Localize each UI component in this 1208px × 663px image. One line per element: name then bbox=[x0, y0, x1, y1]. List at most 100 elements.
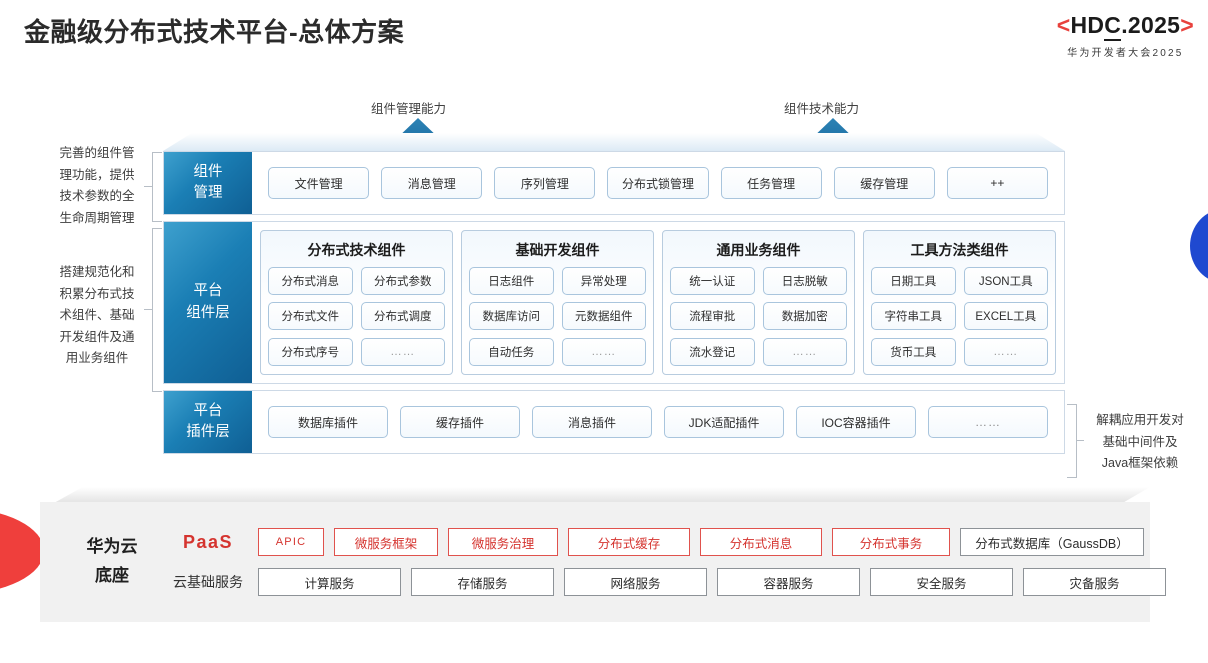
cell-json-tool[interactable]: JSON工具 bbox=[963, 267, 1048, 295]
layer-body-platform-components: 分布式技术组件 分布式消息 分布式参数 分布式文件 分布式调度 分布式序号 ……… bbox=[252, 222, 1064, 383]
cell-currency-tool[interactable]: 货币工具 bbox=[871, 337, 956, 366]
cell-log-component[interactable]: 日志组件 bbox=[469, 267, 554, 295]
chip-cache-management[interactable]: 缓存管理 bbox=[833, 167, 935, 199]
group-title: 基础开发组件 bbox=[515, 242, 600, 258]
note-right: 解耦应用开发对 基础中间件及 Java框架依赖 bbox=[1096, 413, 1184, 470]
layer-label-platform-components: 平台 组件层 bbox=[164, 222, 252, 383]
hdc-logo-subtitle: 华为开发者大会2025 bbox=[1067, 48, 1184, 59]
group-grid: 统一认证 日志脱敏 流程审批 数据加密 流水登记 …… bbox=[670, 267, 847, 367]
group-grid: 日志组件 异常处理 数据库访问 元数据组件 自动任务 …… bbox=[469, 267, 646, 367]
cell-distributed-schedule[interactable]: 分布式调度 bbox=[360, 302, 445, 331]
paas-item-microservice-governance[interactable]: 微服务治理 bbox=[448, 528, 558, 556]
cloud-item-disaster-recovery[interactable]: 灾备服务 bbox=[1023, 568, 1166, 596]
cell-distributed-sequence[interactable]: 分布式序号 bbox=[268, 337, 353, 366]
hdc-logo-main: <HDC.2025> bbox=[1057, 12, 1194, 41]
chip-message-plugin[interactable]: 消息插件 bbox=[532, 406, 652, 438]
paas-label: PaaS bbox=[182, 531, 234, 552]
hdc-logo: <HDC.2025> 华为开发者大会2025 bbox=[1057, 12, 1194, 59]
cell-distributed-file[interactable]: 分布式文件 bbox=[268, 302, 353, 331]
cell-date-tool[interactable]: 日期工具 bbox=[871, 267, 956, 295]
cell-more-dots[interactable]: …… bbox=[963, 337, 1048, 366]
hdc-logo-text-b: C bbox=[1104, 12, 1122, 41]
paas-item-distributed-cache[interactable]: 分布式缓存 bbox=[568, 528, 690, 556]
paas-row: PaaS APIC 微服务框架 微服务治理 分布式缓存 分布式消息 分布式事务 … bbox=[158, 528, 1166, 556]
huawei-cloud-base-panel: 华为云 底座 PaaS APIC 微服务框架 微服务治理 分布式缓存 分布式消息… bbox=[40, 502, 1166, 622]
layer-platform-plugins: 平台 插件层 数据库插件 缓存插件 消息插件 JDK适配插件 IOC容器插件 …… bbox=[163, 390, 1065, 454]
cell-exception-handling[interactable]: 异常处理 bbox=[561, 267, 646, 295]
blue-lens-decoration bbox=[1190, 209, 1208, 283]
cloud-base-label: 云基础服务 bbox=[173, 574, 243, 590]
group-tool-method-components: 工具方法类组件 日期工具 JSON工具 字符串工具 EXCEL工具 货币工具 …… bbox=[863, 230, 1056, 375]
paas-item-apic[interactable]: APIC bbox=[258, 528, 324, 556]
note-left-bottom: 搭建规范化和 积累分布式技 术组件、基础 开发组件及通 用业务组件 bbox=[59, 265, 135, 365]
red-wedge-decoration bbox=[0, 508, 44, 594]
chip-more-dots[interactable]: …… bbox=[928, 406, 1048, 438]
hdc-logo-text-a: HD bbox=[1070, 12, 1105, 38]
paas-item-distributed-message[interactable]: 分布式消息 bbox=[700, 528, 822, 556]
note-left-top: 完善的组件管 理功能，提供 技术参数的全 生命周期管理 bbox=[59, 146, 135, 225]
cell-string-tool[interactable]: 字符串工具 bbox=[871, 302, 956, 331]
chip-message-management[interactable]: 消息管理 bbox=[381, 167, 483, 199]
cell-more-dots[interactable]: …… bbox=[561, 337, 646, 366]
group-title: 通用业务组件 bbox=[716, 242, 801, 258]
chip-cache-plugin[interactable]: 缓存插件 bbox=[400, 406, 520, 438]
group-grid: 日期工具 JSON工具 字符串工具 EXCEL工具 货币工具 …… bbox=[871, 267, 1048, 367]
layer-label-platform-plugins: 平台 插件层 bbox=[164, 391, 252, 453]
chip-add-more[interactable]: ++ bbox=[946, 167, 1048, 199]
group-grid: 分布式消息 分布式参数 分布式文件 分布式调度 分布式序号 …… bbox=[268, 267, 445, 367]
group-basic-dev-components: 基础开发组件 日志组件 异常处理 数据库访问 元数据组件 自动任务 …… bbox=[461, 230, 654, 375]
layer-component-management: 组件 管理 文件管理 消息管理 序列管理 分布式锁管理 任务管理 缓存管理 ++ bbox=[163, 151, 1065, 215]
paas-item-microservice-framework[interactable]: 微服务框架 bbox=[334, 528, 438, 556]
cell-log-masking[interactable]: 日志脱敏 bbox=[762, 267, 847, 295]
cell-more-dots[interactable]: …… bbox=[762, 337, 847, 366]
arrow-label-component-management: 组件管理能力 bbox=[371, 102, 447, 116]
bracket-tick-left-top bbox=[144, 186, 152, 187]
cloud-services-row: 云基础服务 计算服务 存储服务 网络服务 容器服务 安全服务 灾备服务 bbox=[158, 568, 1166, 596]
chip-sequence-management[interactable]: 序列管理 bbox=[494, 167, 596, 199]
group-title: 分布式技术组件 bbox=[307, 242, 406, 258]
layer-body-component-management: 文件管理 消息管理 序列管理 分布式锁管理 任务管理 缓存管理 ++ bbox=[252, 152, 1064, 214]
cloud-item-compute[interactable]: 计算服务 bbox=[258, 568, 401, 596]
cell-distributed-message[interactable]: 分布式消息 bbox=[268, 267, 353, 295]
base-top-bevel bbox=[54, 487, 1150, 503]
cell-excel-tool[interactable]: EXCEL工具 bbox=[963, 302, 1048, 331]
cloud-item-container[interactable]: 容器服务 bbox=[717, 568, 860, 596]
bracket-right-plugin bbox=[1067, 404, 1077, 478]
layer-platform-components: 平台 组件层 分布式技术组件 分布式消息 分布式参数 分布式文件 分布式调度 分… bbox=[163, 221, 1065, 384]
cell-distributed-parameter[interactable]: 分布式参数 bbox=[360, 267, 445, 295]
cell-process-approval[interactable]: 流程审批 bbox=[670, 302, 755, 331]
cell-transaction-record[interactable]: 流水登记 bbox=[670, 337, 755, 366]
chip-jdk-adapter-plugin[interactable]: JDK适配插件 bbox=[664, 406, 784, 438]
chip-ioc-container-plugin[interactable]: IOC容器插件 bbox=[796, 406, 916, 438]
hdc-logo-text-c: .2025 bbox=[1121, 12, 1181, 38]
paas-item-distributed-transaction[interactable]: 分布式事务 bbox=[832, 528, 950, 556]
cloud-item-security[interactable]: 安全服务 bbox=[870, 568, 1013, 596]
cell-more-dots[interactable]: …… bbox=[360, 337, 445, 366]
cell-metadata-component[interactable]: 元数据组件 bbox=[561, 302, 646, 331]
group-general-business-components: 通用业务组件 统一认证 日志脱敏 流程审批 数据加密 流水登记 …… bbox=[662, 230, 855, 375]
page-title: 金融级分布式技术平台-总体方案 bbox=[24, 17, 405, 47]
stack-top-bevel bbox=[163, 133, 1065, 151]
cell-data-encryption[interactable]: 数据加密 bbox=[762, 302, 847, 331]
group-title: 工具方法类组件 bbox=[910, 242, 1009, 258]
bracket-tick-left-bottom bbox=[144, 309, 152, 310]
base-title: 华为云 底座 bbox=[86, 537, 138, 585]
architecture-stack: 组件 管理 文件管理 消息管理 序列管理 分布式锁管理 任务管理 缓存管理 ++… bbox=[163, 133, 1065, 454]
cloud-item-storage[interactable]: 存储服务 bbox=[411, 568, 554, 596]
cell-database-access[interactable]: 数据库访问 bbox=[469, 302, 554, 331]
arrow-label-component-technology: 组件技术能力 bbox=[784, 102, 860, 116]
chip-distributed-lock-management[interactable]: 分布式锁管理 bbox=[607, 167, 709, 199]
chip-task-management[interactable]: 任务管理 bbox=[720, 167, 822, 199]
cloud-item-network[interactable]: 网络服务 bbox=[564, 568, 707, 596]
cell-unified-auth[interactable]: 统一认证 bbox=[670, 267, 755, 295]
bracket-tick-right bbox=[1076, 440, 1084, 441]
layer-label-component-management: 组件 管理 bbox=[164, 152, 252, 214]
cell-auto-task[interactable]: 自动任务 bbox=[469, 337, 554, 366]
paas-item-distributed-database[interactable]: 分布式数据库（GaussDB） bbox=[960, 528, 1144, 556]
bracket-left-top bbox=[152, 152, 162, 222]
bracket-left-bottom bbox=[152, 228, 162, 392]
group-distributed-tech-components: 分布式技术组件 分布式消息 分布式参数 分布式文件 分布式调度 分布式序号 …… bbox=[260, 230, 453, 375]
chip-database-plugin[interactable]: 数据库插件 bbox=[268, 406, 388, 438]
chip-file-management[interactable]: 文件管理 bbox=[268, 167, 370, 199]
